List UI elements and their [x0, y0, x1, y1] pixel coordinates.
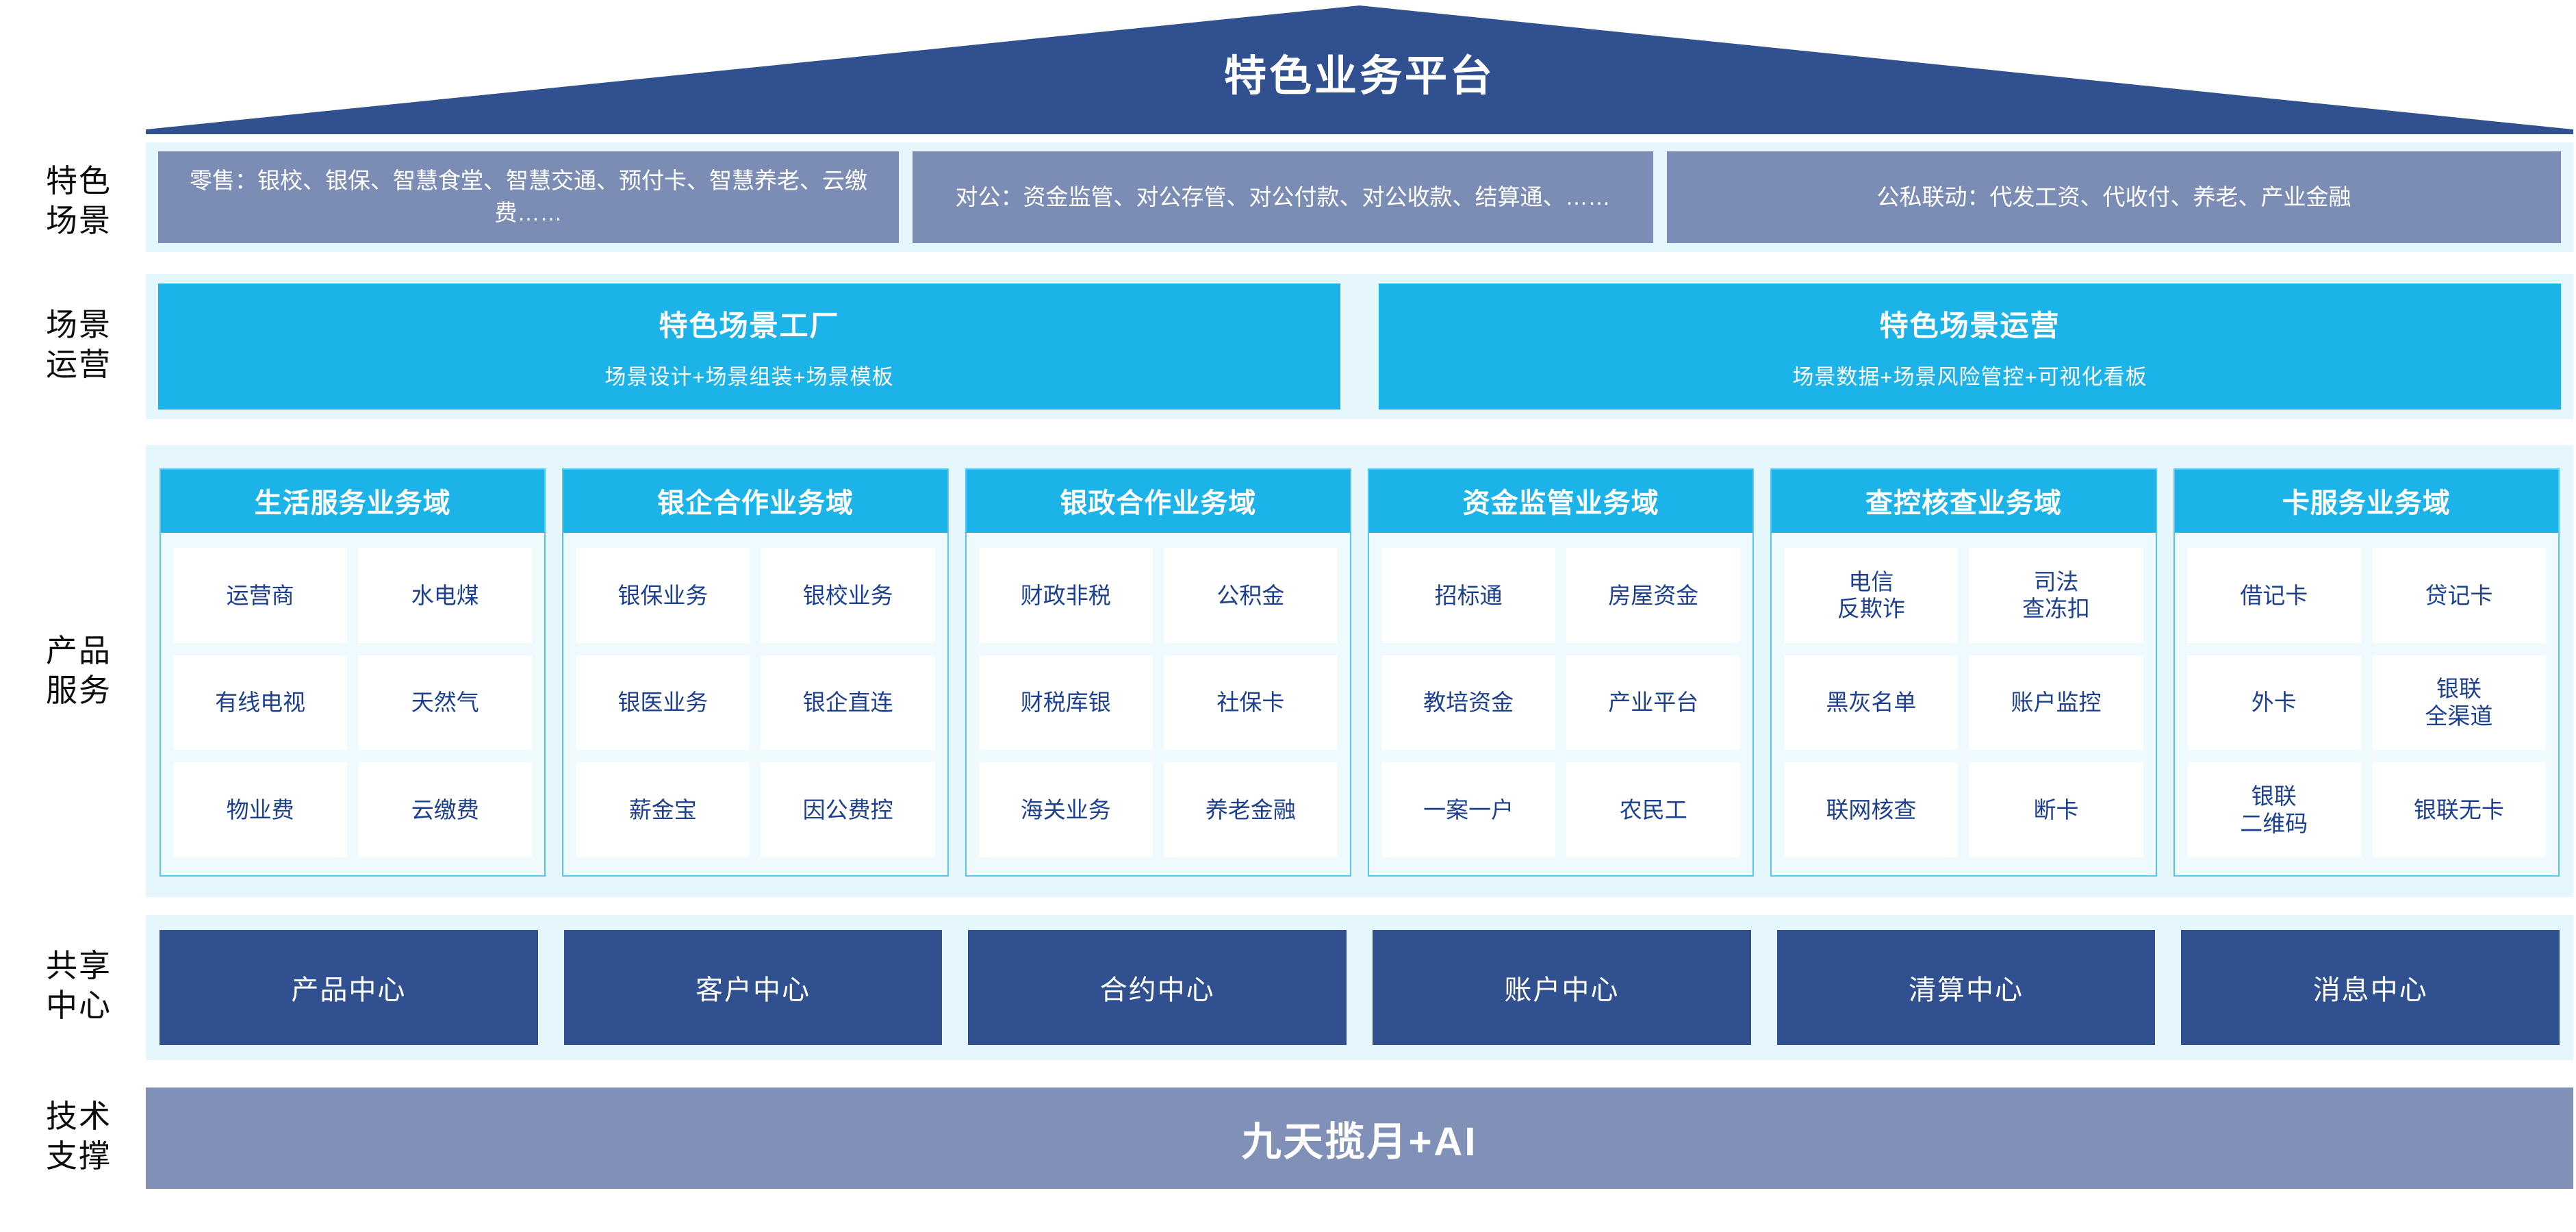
product-cell-grid: 电信 反欺诈司法 查冻扣黑灰名单账户监控联网核查断卡: [1772, 533, 2155, 875]
shared-center-box[interactable]: 账户中心: [1373, 930, 1751, 1045]
product-cell[interactable]: 银校业务: [761, 548, 935, 643]
product-cell[interactable]: 教培资金: [1381, 655, 1556, 751]
product-cell[interactable]: 银联 二维码: [2186, 762, 2361, 857]
product-column: 查控核查业务域电信 反欺诈司法 查冻扣黑灰名单账户监控联网核查断卡: [1770, 468, 2157, 877]
product-cell[interactable]: 天然气: [358, 655, 533, 751]
roof-shape: 特色业务平台: [146, 5, 2573, 134]
product-cell[interactable]: 黑灰名单: [1784, 655, 1959, 751]
operations-box-operation[interactable]: 特色场景运营 场景数据+场景风险管控+可视化看板: [1379, 284, 2561, 410]
product-cell[interactable]: 水电煤: [358, 548, 533, 643]
product-cell[interactable]: 银企直连: [761, 655, 935, 751]
shared-center-box[interactable]: 消息中心: [2181, 930, 2560, 1045]
tech-support-title: 九天揽月+AI: [1241, 1120, 1478, 1164]
scenario-band: 零售：银校、银保、智慧食堂、智慧交通、预付卡、智慧养老、云缴费…… 对公：资金监…: [146, 142, 2573, 252]
rail-label-scenario: 特色 场景: [46, 163, 112, 238]
product-cell-grid: 财政非税公积金财税库银社保卡海关业务养老金融: [967, 533, 1350, 875]
product-cell[interactable]: 养老金融: [1163, 762, 1338, 857]
shared-row: 产品中心客户中心合约中心账户中心清算中心消息中心: [146, 915, 2573, 1060]
product-cell[interactable]: 招标通: [1381, 548, 1556, 643]
operations-title: 特色场景运营: [1879, 310, 2061, 342]
rail-label-operations: 场景 运营: [46, 307, 112, 382]
operations-subtitle: 场景数据+场景风险管控+可视化看板: [1792, 365, 2147, 389]
product-column: 银企合作业务域银保业务银校业务银医业务银企直连薪金宝因公费控: [562, 468, 949, 877]
shared-center-box[interactable]: 产品中心: [160, 930, 538, 1045]
product-cell[interactable]: 银保业务: [576, 548, 750, 643]
shared-center-box[interactable]: 客户中心: [563, 930, 943, 1045]
product-cell[interactable]: 公积金: [1163, 548, 1338, 643]
product-cell[interactable]: 海关业务: [978, 762, 1153, 857]
rail-label-shared: 共享 中心: [46, 948, 112, 1023]
product-cell[interactable]: 银联无卡: [2371, 762, 2546, 857]
rail-label-product: 产品 服务: [46, 633, 112, 708]
shared-center-box[interactable]: 合约中心: [968, 930, 1347, 1045]
product-column-title: 银企合作业务域: [563, 470, 947, 533]
product-cell[interactable]: 联网核查: [1784, 762, 1959, 857]
operations-title: 特色场景工厂: [659, 310, 840, 342]
platform-title: 特色业务平台: [1223, 53, 1495, 100]
product-cell[interactable]: 社保卡: [1163, 655, 1338, 751]
operations-box-factory[interactable]: 特色场景工厂 场景设计+场景组装+场景模板: [158, 284, 1340, 410]
product-cell[interactable]: 断卡: [1969, 762, 2143, 857]
product-cell[interactable]: 运营商: [173, 548, 348, 643]
product-column: 卡服务业务域借记卡贷记卡外卡银联 全渠道银联 二维码银联无卡: [2173, 468, 2560, 877]
product-column-title: 卡服务业务域: [2174, 470, 2558, 533]
product-cell[interactable]: 有线电视: [173, 655, 348, 751]
product-row: 生活服务业务域运营商水电煤有线电视天然气物业费云缴费银企合作业务域银保业务银校业…: [146, 445, 2573, 897]
scenario-box-linkage[interactable]: 公私联动：代发工资、代收付、养老、产业金融: [1667, 151, 2561, 243]
shared-center-box[interactable]: 清算中心: [1776, 930, 2156, 1045]
scenario-row: 零售：银校、银保、智慧食堂、智慧交通、预付卡、智慧养老、云缴费…… 对公：资金监…: [146, 142, 2573, 252]
product-band: 生活服务业务域运营商水电煤有线电视天然气物业费云缴费银企合作业务域银保业务银校业…: [146, 445, 2573, 897]
product-column: 资金监管业务域招标通房屋资金教培资金产业平台一案一户农民工: [1367, 468, 1755, 877]
operations-row: 特色场景工厂 场景设计+场景组装+场景模板 特色场景运营 场景数据+场景风险管控…: [146, 274, 2573, 419]
product-column: 银政合作业务域财政非税公积金财税库银社保卡海关业务养老金融: [965, 468, 1351, 877]
operations-band: 特色场景工厂 场景设计+场景组装+场景模板 特色场景运营 场景数据+场景风险管控…: [146, 274, 2573, 419]
scenario-box-retail[interactable]: 零售：银校、银保、智慧食堂、智慧交通、预付卡、智慧养老、云缴费……: [158, 151, 899, 243]
product-cell-grid: 借记卡贷记卡外卡银联 全渠道银联 二维码银联无卡: [2175, 533, 2558, 875]
product-column-title: 资金监管业务域: [1368, 470, 1753, 533]
tech-support-band: 九天揽月+AI: [146, 1088, 2573, 1189]
product-cell[interactable]: 贷记卡: [2371, 548, 2546, 643]
product-cell[interactable]: 司法 查冻扣: [1969, 548, 2143, 643]
product-column-title: 银政合作业务域: [966, 470, 1350, 533]
product-cell[interactable]: 电信 反欺诈: [1784, 548, 1959, 643]
shared-band: 产品中心客户中心合约中心账户中心清算中心消息中心: [146, 915, 2573, 1060]
product-cell[interactable]: 外卡: [2186, 655, 2361, 751]
product-cell-grid: 运营商水电煤有线电视天然气物业费云缴费: [161, 533, 544, 875]
product-cell[interactable]: 薪金宝: [576, 762, 750, 857]
product-cell[interactable]: 因公费控: [761, 762, 935, 857]
rail-label-tech: 技术 支撑: [46, 1098, 112, 1174]
product-cell[interactable]: 借记卡: [2186, 548, 2361, 643]
product-cell[interactable]: 云缴费: [358, 762, 533, 857]
product-cell[interactable]: 财政非税: [978, 548, 1153, 643]
product-cell[interactable]: 物业费: [173, 762, 348, 857]
product-cell[interactable]: 房屋资金: [1566, 548, 1741, 643]
product-cell[interactable]: 一案一户: [1381, 762, 1556, 857]
product-cell[interactable]: 账户监控: [1969, 655, 2143, 751]
product-cell[interactable]: 银医业务: [576, 655, 750, 751]
product-cell[interactable]: 财税库银: [978, 655, 1153, 751]
product-cell-grid: 银保业务银校业务银医业务银企直连薪金宝因公费控: [563, 533, 947, 875]
product-cell[interactable]: 产业平台: [1566, 655, 1741, 751]
product-cell[interactable]: 农民工: [1566, 762, 1741, 857]
operations-subtitle: 场景设计+场景组装+场景模板: [604, 365, 894, 389]
roof-triangle-icon: [146, 5, 2573, 134]
product-column-title: 查控核查业务域: [1772, 470, 2156, 533]
scenario-box-corporate[interactable]: 对公：资金监管、对公存管、对公付款、对公收款、结算通、……: [913, 151, 1653, 243]
product-column-title: 生活服务业务域: [161, 470, 545, 533]
product-cell[interactable]: 银联 全渠道: [2371, 655, 2546, 751]
product-column: 生活服务业务域运营商水电煤有线电视天然气物业费云缴费: [160, 468, 546, 877]
product-cell-grid: 招标通房屋资金教培资金产业平台一案一户农民工: [1369, 533, 1752, 875]
